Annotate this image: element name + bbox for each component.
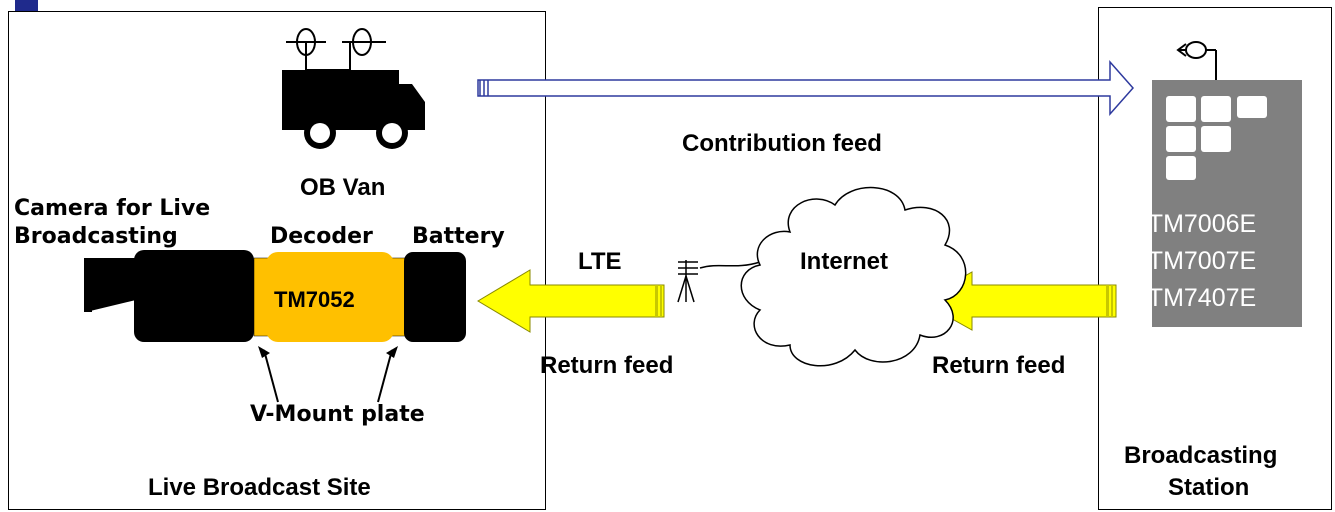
encoder-model-1: TM7006E xyxy=(1147,210,1257,238)
return-feed-right-label: Return feed xyxy=(932,352,1066,379)
encoder-panel xyxy=(1152,41,1302,327)
contribution-feed-label: Contribution feed xyxy=(682,130,882,157)
camera-label-line1: Camera for Live xyxy=(14,196,211,221)
broadcasting-station-label-line2: Station xyxy=(1168,474,1250,501)
return-feed-left-label: Return feed xyxy=(540,352,674,379)
live-broadcast-site-label: Live Broadcast Site xyxy=(148,474,371,501)
live-broadcast-site-box xyxy=(8,11,546,510)
decoder-label: Decoder xyxy=(270,224,373,249)
broadcasting-station-label-line1: Broadcasting xyxy=(1124,442,1278,469)
camera-rig xyxy=(84,250,466,403)
decoder-box xyxy=(266,252,394,342)
encoder-model-2: TM7007E xyxy=(1147,247,1257,275)
ob-van-label: OB Van xyxy=(300,174,386,201)
v-mount-plate-label: V-Mount plate xyxy=(250,402,425,427)
corner-mark xyxy=(15,0,38,11)
lte-tower-icon xyxy=(677,260,761,303)
contribution-arrow xyxy=(477,60,1135,116)
decoder-model-label: TM7052 xyxy=(274,287,355,312)
camera-label-line2: Broadcasting xyxy=(14,224,178,249)
battery-label: Battery xyxy=(412,224,505,249)
return-arrow-left xyxy=(477,269,665,333)
internet-cloud-icon xyxy=(740,186,967,367)
broadcasting-station-box xyxy=(1098,7,1332,510)
camera-icon xyxy=(134,250,254,342)
encoder-model-3: TM7407E xyxy=(1147,284,1257,312)
lte-label: LTE xyxy=(578,248,622,275)
battery-icon xyxy=(404,252,466,342)
internet-label: Internet xyxy=(800,248,889,275)
ob-van-icon xyxy=(282,28,425,149)
